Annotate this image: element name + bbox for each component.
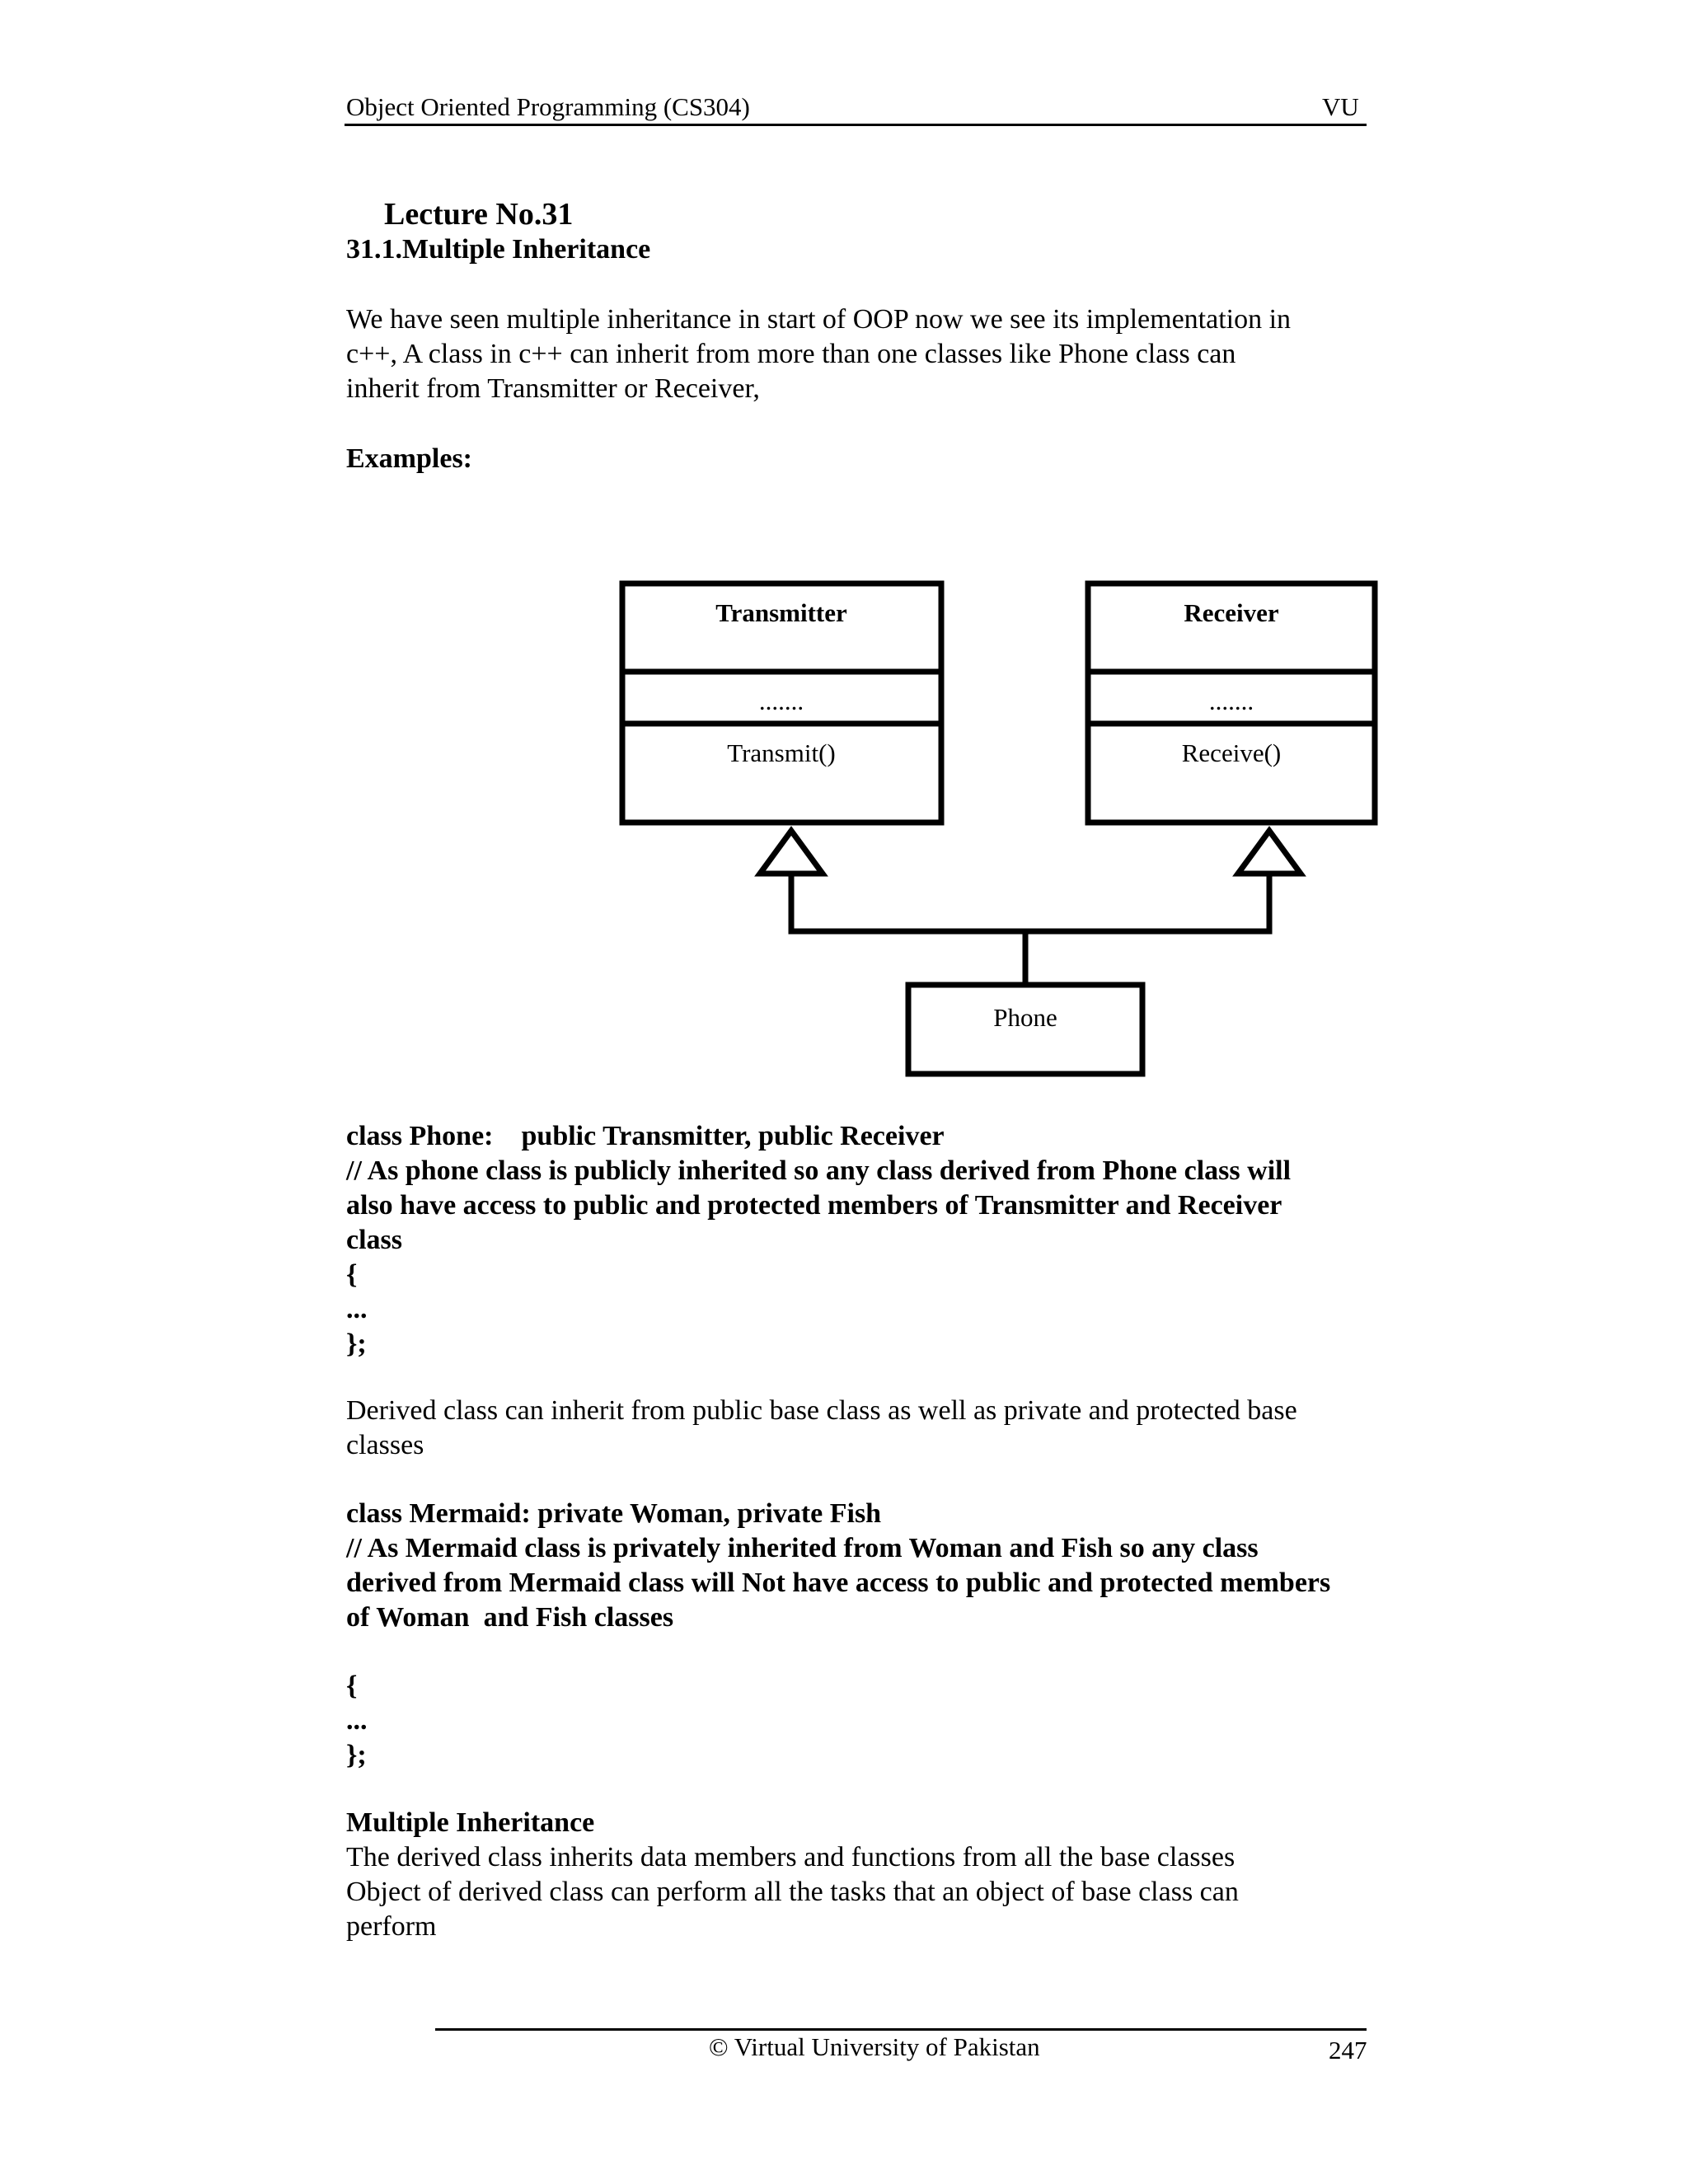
intro-paragraph: We have seen multiple inheritance in sta… — [346, 302, 1442, 406]
paragraph-line: Derived class can inherit from public ba… — [346, 1395, 1297, 1426]
receiver-class-box — [1085, 580, 1378, 826]
page-number: 247 — [1329, 2036, 1367, 2064]
paragraph-line: Object of derived class can perform all … — [346, 1877, 1239, 1907]
footer-copyright: © Virtual University of Pakistan — [709, 2032, 1040, 2061]
code-comment-line: // As Mermaid class is privately inherit… — [346, 1533, 1259, 1563]
receiver-class-name: Receiver — [1184, 598, 1279, 627]
phone-class-box — [905, 982, 1146, 1077]
code-comment-line: derived from Mermaid class will Not have… — [346, 1568, 1331, 1598]
code-block-mermaid: class Mermaid: private Woman, private Fi… — [346, 1497, 1442, 1635]
inheritance-arrow-transmitter — [754, 826, 828, 877]
code-comment-line: class — [346, 1225, 402, 1255]
header-course: Object Oriented Programming (CS304) — [346, 92, 750, 121]
code-line: class Phone: public Transmitter, public … — [346, 1121, 945, 1151]
examples-label: Examples: — [346, 443, 472, 474]
code-comment-line: of Woman and Fish classes — [346, 1602, 674, 1633]
header-institution: VU — [1322, 92, 1359, 121]
lecture-title: Lecture No.31 — [384, 197, 574, 232]
code-line: { — [346, 1259, 358, 1290]
receiver-method: Receive() — [1182, 738, 1281, 767]
footer-rule — [435, 2028, 1367, 2031]
code-line: }; — [346, 1329, 367, 1359]
code-line: { — [346, 1671, 358, 1701]
transmitter-attributes: ....... — [759, 687, 804, 715]
paragraph-line: perform — [346, 1911, 437, 1942]
section-subheading: Multiple Inheritance — [346, 1807, 595, 1838]
intro-line: c++, A class in c++ can inherit from mor… — [346, 339, 1236, 369]
code-line: ... — [346, 1294, 368, 1324]
transmitter-method: Transmit() — [727, 738, 835, 767]
header-rule — [345, 124, 1367, 126]
transmitter-class-box — [619, 580, 945, 826]
intro-line: We have seen multiple inheritance in sta… — [346, 304, 1292, 335]
phone-class-name: Phone — [993, 1003, 1057, 1032]
receiver-attributes: ....... — [1209, 687, 1254, 715]
code-line: }; — [346, 1740, 367, 1770]
paragraph-line: The derived class inherits data members … — [346, 1842, 1236, 1872]
section-heading: 31.1.Multiple Inheritance — [346, 234, 651, 265]
derived-class-paragraph: Derived class can inherit from public ba… — [346, 1394, 1442, 1463]
code-comment-line: also have access to public and protected… — [346, 1190, 1282, 1221]
inheritance-connector — [788, 874, 1273, 935]
transmitter-class-name: Transmitter — [715, 598, 847, 627]
paragraph-line: classes — [346, 1430, 424, 1460]
intro-line: inherit from Transmitter or Receiver, — [346, 373, 760, 404]
code-comment-line: // As phone class is publicly inherited … — [346, 1155, 1292, 1186]
code-line: ... — [346, 1705, 368, 1736]
code-block-mermaid-body: { ... }; — [346, 1669, 1442, 1773]
code-line: class Mermaid: private Woman, private Fi… — [346, 1498, 882, 1529]
multiple-inheritance-section: Multiple Inheritance The derived class i… — [346, 1806, 1442, 1944]
inheritance-arrow-receiver — [1232, 826, 1306, 877]
code-block-phone: class Phone: public Transmitter, public … — [346, 1119, 1442, 1361]
